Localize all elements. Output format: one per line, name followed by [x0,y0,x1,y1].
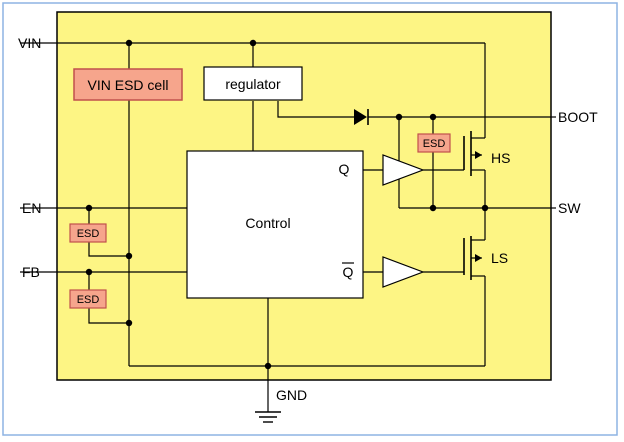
hs-arrow-icon [475,151,482,159]
sw-pin-label: SW [558,200,581,216]
q-output-label: Q [339,161,350,177]
hs-driver-icon [382,154,425,186]
esd-label-hs: ESD [423,138,446,150]
hs-label: HS [491,150,510,166]
reg-to-diode-wire [277,101,354,118]
gnd-pin-label: GND [276,387,307,403]
regulator-box [203,66,303,101]
fb-pin-label: FB [22,264,40,280]
boot-diode-icon [354,109,367,125]
junction-dot [429,204,437,212]
esd-label-en: ESD [77,228,100,240]
ls-label: LS [491,250,508,266]
junction-dot [125,39,133,47]
regulator-label: regulator [225,76,281,92]
en-pin-label: EN [22,200,41,216]
esd-box-hs [417,133,451,153]
junction-dot [249,39,257,47]
esd-box-en [69,223,107,243]
q-bar-output-label: Q [343,264,354,280]
ls-driver-icon [382,256,425,288]
junction-dot [125,252,133,260]
junction-dot [125,319,133,327]
boot-pin-label: BOOT [558,109,598,125]
vin-esd-cell-box [73,68,183,101]
ls-arrow-icon [475,254,482,262]
vin-esd-cell-label: VIN ESD cell [88,77,169,93]
control-label: Control [245,215,290,231]
esd-label-fb: ESD [77,294,100,306]
fb-esd-wire [88,272,129,324]
vin-pin-label: VIN [18,35,41,51]
control-block [186,150,364,299]
esd-box-fb [69,289,107,309]
